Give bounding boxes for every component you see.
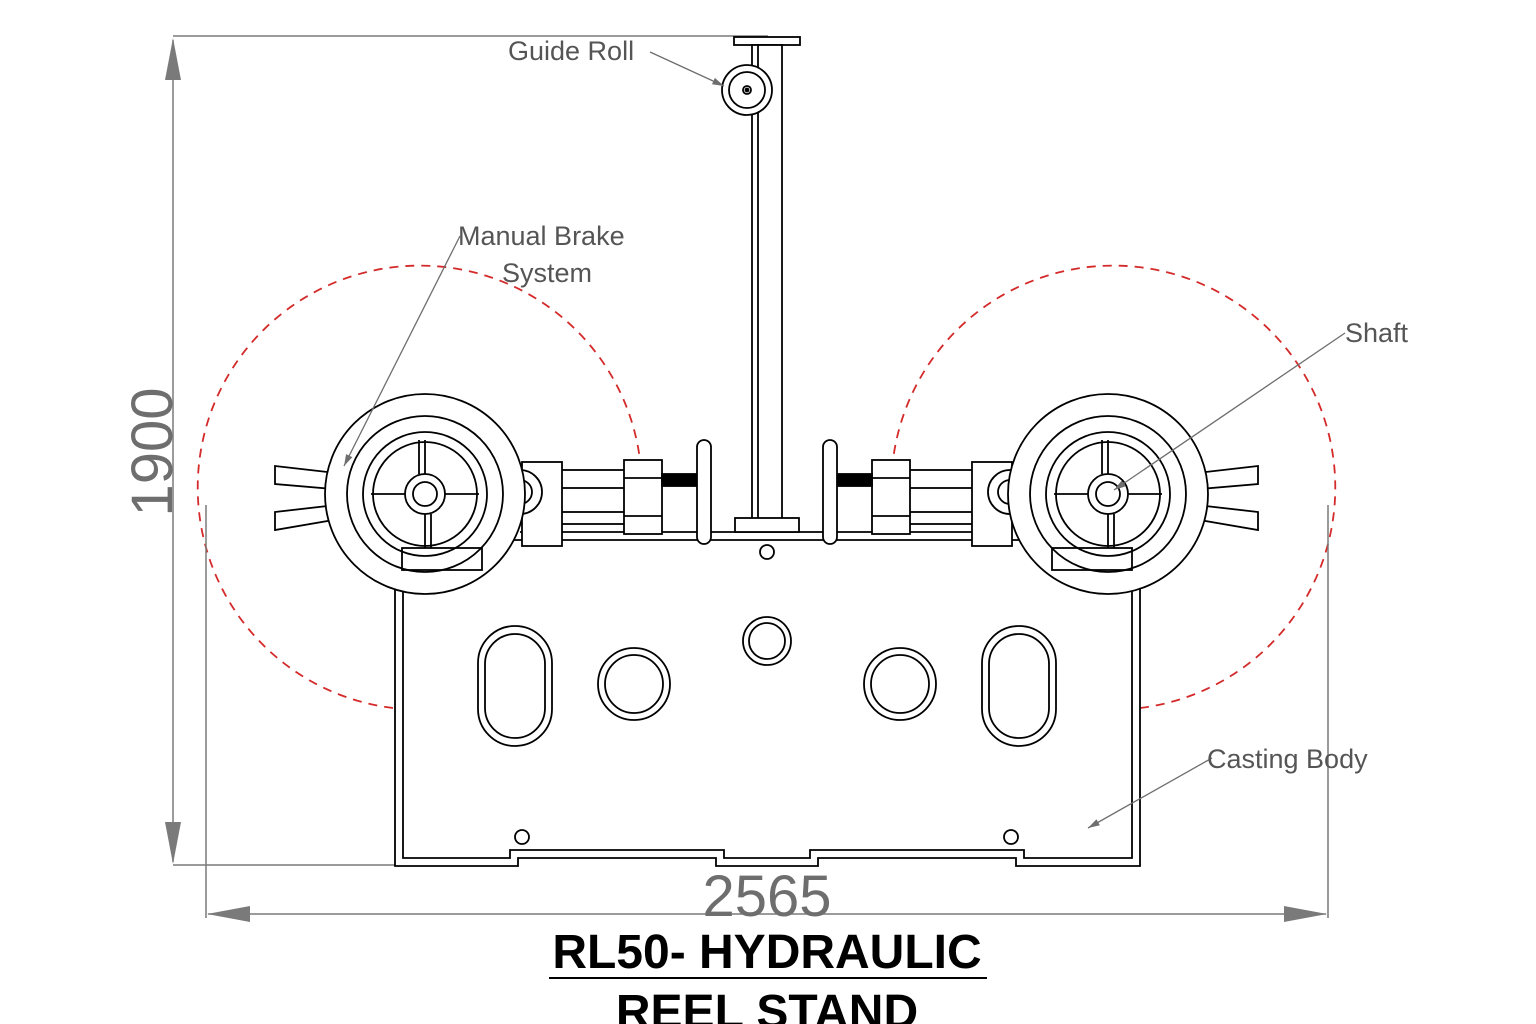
title-line2: REEL STAND <box>616 986 918 1024</box>
leader-lines <box>343 51 1346 829</box>
casting-body <box>394 531 1141 867</box>
width-dimension-value: 2565 <box>702 864 831 929</box>
height-dimension-value: 1900 <box>120 387 185 516</box>
right-reel-path <box>892 264 1337 709</box>
right-reel-hub <box>822 393 1259 595</box>
shaft-label: Shaft <box>1345 318 1409 348</box>
manual-brake-label-line2: System <box>502 258 592 288</box>
guide-roll-assembly <box>721 36 801 533</box>
manual-brake-label-line1: Manual Brake <box>458 221 625 251</box>
left-reel-hub <box>274 393 712 595</box>
title-line1: RL50- HYDRAULIC <box>552 926 981 979</box>
casting-body-label: Casting Body <box>1207 744 1368 774</box>
height-dimension <box>165 35 768 866</box>
width-dimension <box>205 505 1329 922</box>
left-reel-path <box>196 264 641 709</box>
guide-roll-label: Guide Roll <box>508 36 634 66</box>
reel-path-circles <box>196 264 1337 709</box>
